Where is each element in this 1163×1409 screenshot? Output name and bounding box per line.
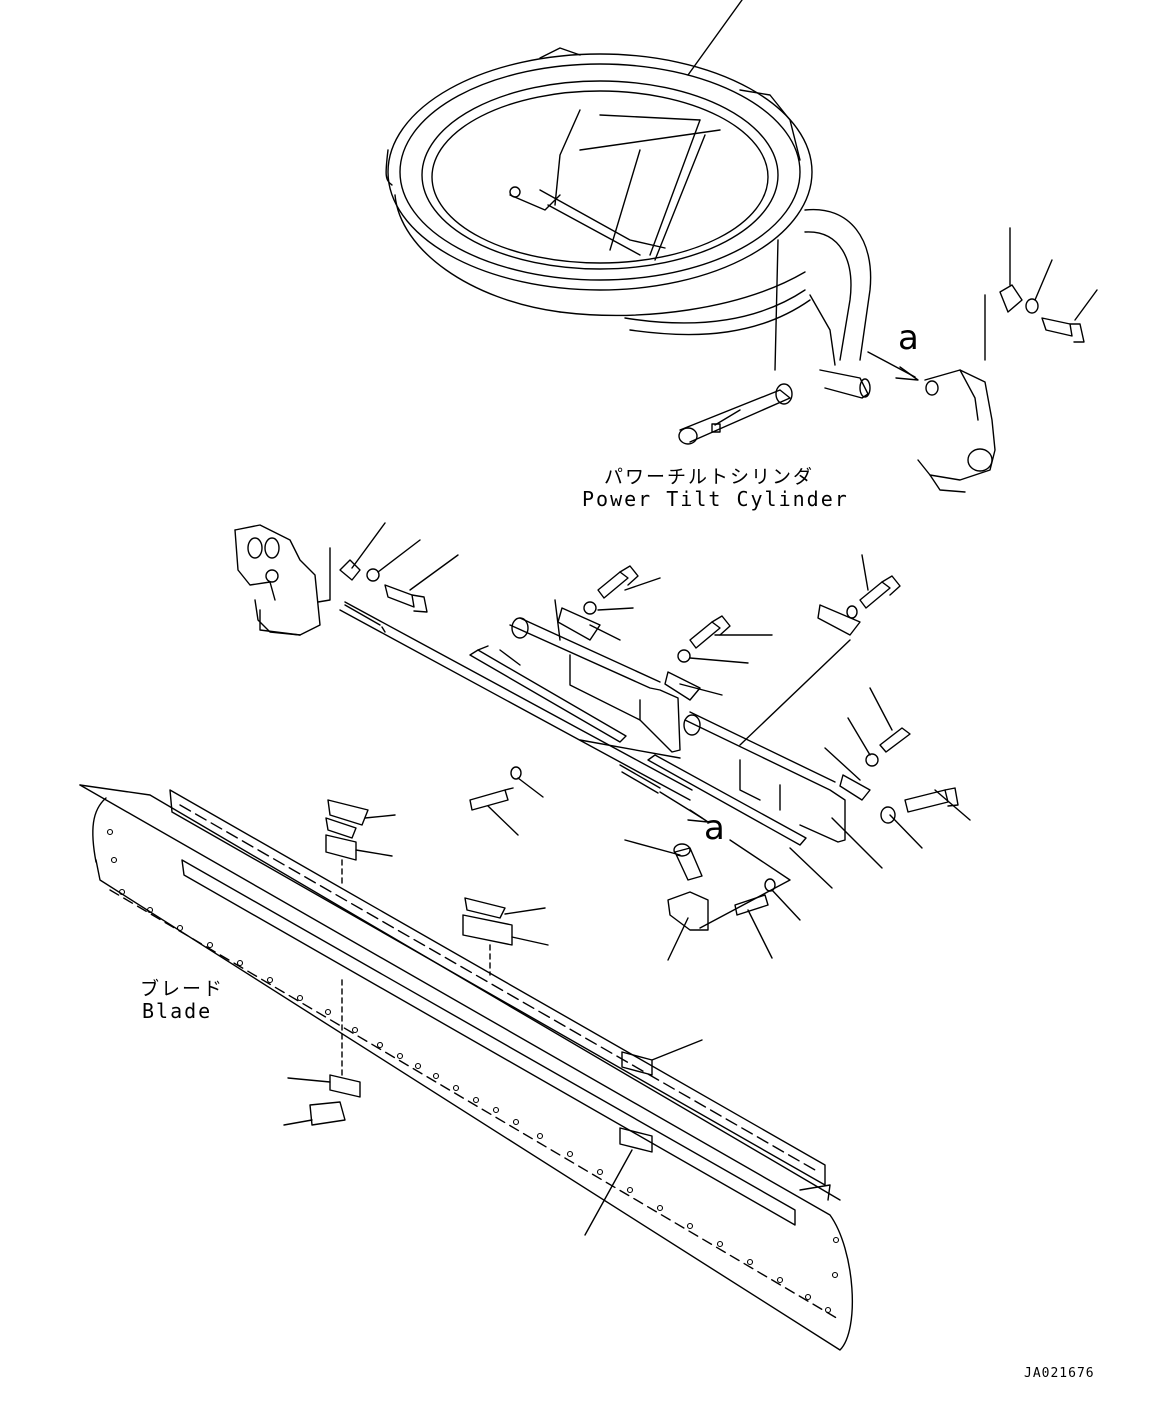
view-a-callout-top: a	[898, 318, 919, 358]
blade-label-en: Blade	[142, 999, 213, 1023]
linkage-assembly	[235, 523, 970, 960]
view-a-callout-middle: a	[704, 808, 725, 848]
power-tilt-cylinder-label-en: Power Tilt Cylinder	[582, 487, 849, 511]
circle-frame-assembly	[386, 0, 1097, 492]
blade-label-jp: ブレード	[140, 978, 225, 1000]
blade-assembly	[80, 785, 852, 1350]
blade-bolt-holes	[108, 830, 839, 1313]
drawing-code: JA021676	[1024, 1366, 1095, 1381]
power-tilt-cylinder-label-jp: パワーチルトシリンダ	[604, 466, 815, 488]
